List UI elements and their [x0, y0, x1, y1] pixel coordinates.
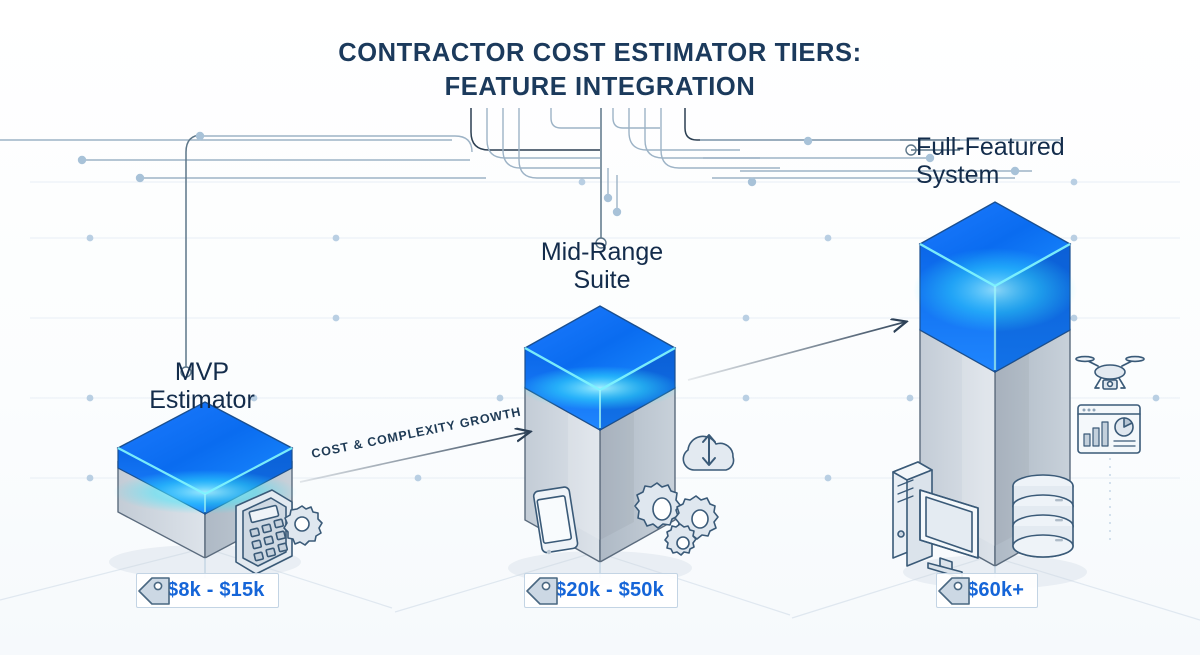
tier-label-mid-range: Mid-Range Suite: [500, 238, 704, 294]
database-stack-icon: [1012, 474, 1074, 558]
tier-label-mvp-line-1: MVP: [174, 358, 230, 386]
tag-icon: [138, 576, 170, 605]
smartphone-icon: [532, 486, 579, 555]
tag-icon: [526, 576, 558, 605]
growth-arrow-line: [299, 432, 529, 483]
tier-label-full-featured-line-2: System: [916, 161, 1000, 189]
tier-label-mid-range-line-1: Mid-Range: [540, 238, 664, 266]
calculator-icon: [235, 489, 293, 575]
dashboard-chart-icon: [1077, 404, 1141, 454]
price-tag-mvp: $8k - $15k: [136, 573, 279, 608]
tier-label-full-featured: Full-Featured System: [916, 133, 1106, 189]
gear-icon: [283, 505, 323, 546]
gears-icon: [634, 482, 719, 556]
tag-icon: [938, 576, 970, 605]
price-tag-mid-range: $20k - $50k: [524, 573, 678, 608]
title-line-2: FEATURE INTEGRATION: [444, 73, 756, 101]
price-value-mid-range: $20k - $50k: [524, 573, 678, 608]
cloud-sync-icon: [682, 434, 735, 471]
desktop-computer-icon: [892, 461, 979, 579]
scale-arrow-line: [687, 322, 905, 381]
tier-label-mvp-line-2: Estimator: [149, 386, 255, 414]
drone-icon: [1075, 355, 1145, 390]
tier-label-full-featured-line-1: Full-Featured: [916, 133, 1065, 161]
tier-label-mvp: MVP Estimator: [112, 358, 292, 414]
title-line-1: CONTRACTOR COST ESTIMATOR TIERS:: [338, 39, 862, 67]
price-tag-full-featured: $60k+: [936, 573, 1039, 608]
page-title: CONTRACTOR COST ESTIMATOR TIERS: FEATURE…: [0, 36, 1200, 104]
tier-label-mid-range-line-2: Suite: [573, 266, 631, 294]
